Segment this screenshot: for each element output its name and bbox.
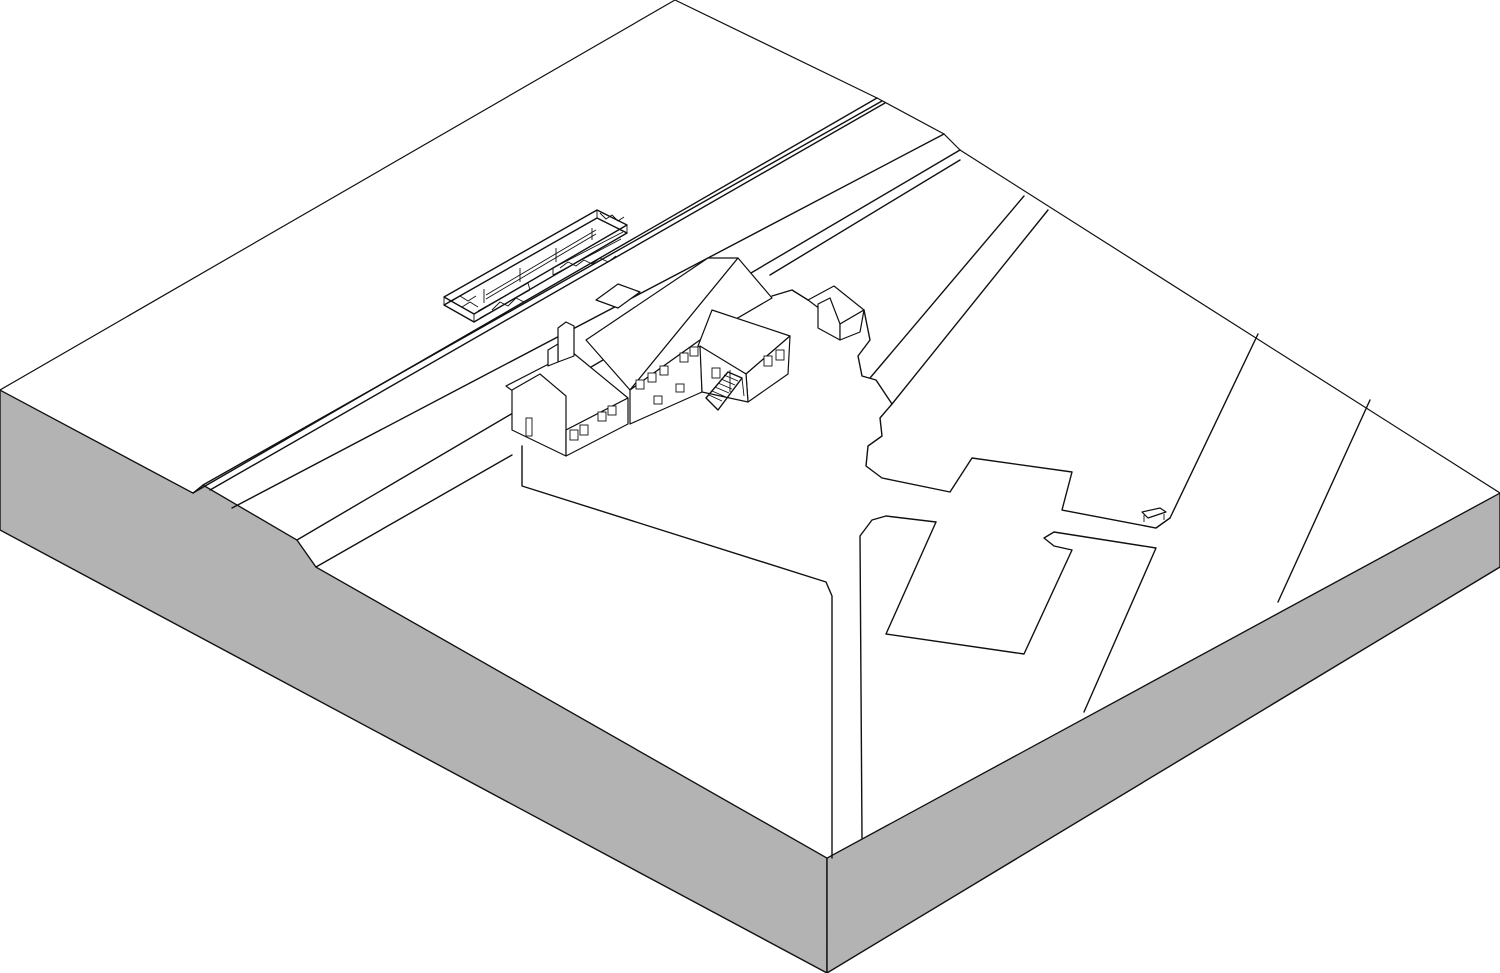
garden-plots	[885, 521, 1157, 713]
shed	[807, 285, 865, 341]
road-shoulder-edge-far	[769, 159, 961, 276]
road-near-edge	[231, 133, 945, 509]
yard-boundary	[521, 445, 833, 859]
field-line-4	[1277, 399, 1371, 603]
railway-platform-truss	[443, 209, 628, 323]
road-shoulder-edge	[315, 454, 513, 568]
embankment-rail-line	[202, 100, 883, 486]
exterior-stairs	[705, 370, 745, 411]
garden-plot-outline	[885, 521, 1157, 713]
shed-wall-front	[839, 309, 865, 341]
field-line-3	[1169, 333, 1259, 519]
field-line-2	[891, 209, 1049, 405]
bench	[1141, 507, 1167, 522]
embankment-rail-line-inner	[209, 102, 886, 491]
driveway-left-edge	[859, 515, 937, 839]
field-line-1	[869, 195, 1025, 379]
yard-loop	[771, 289, 1171, 529]
chimney	[557, 321, 575, 363]
field-boundaries	[869, 195, 1371, 603]
driveway	[521, 289, 1171, 859]
road-embankment	[192, 97, 961, 568]
embankment-top-edge	[192, 97, 878, 494]
farmhouse-windows	[525, 346, 785, 441]
roof-dormer	[595, 283, 641, 309]
left-wing-wall-side	[511, 373, 567, 457]
terrain-top-surface	[0, 0, 1500, 859]
farmhouse	[505, 257, 791, 457]
